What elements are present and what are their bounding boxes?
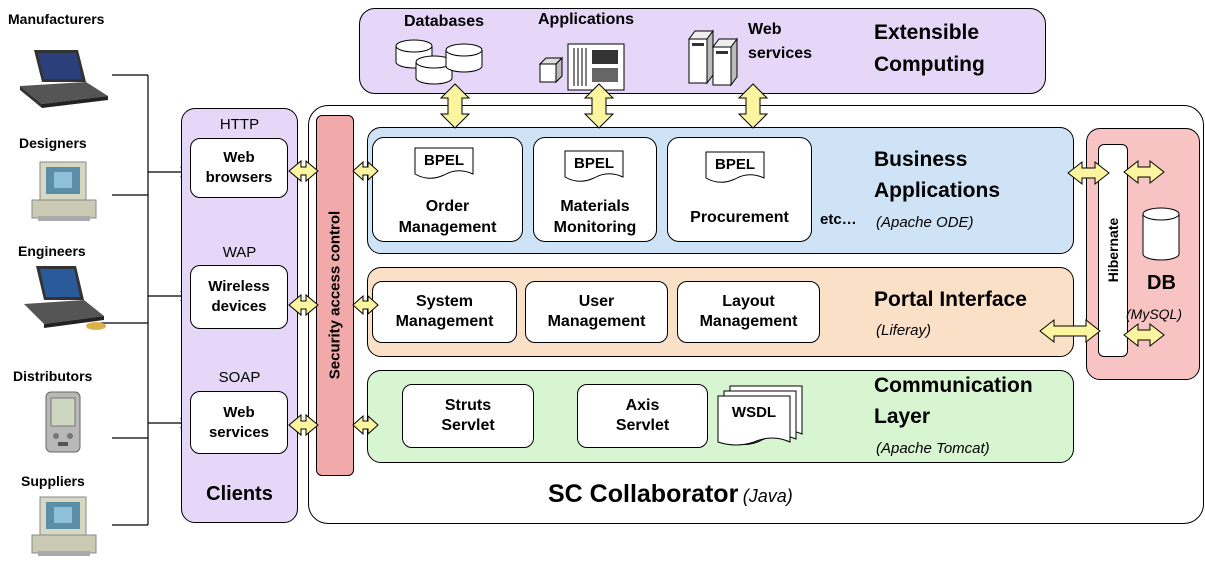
- double-arrow: [352, 294, 379, 316]
- hibernate-bar: [1098, 144, 1128, 357]
- wsdl-label: WSDL: [731, 404, 777, 421]
- double-arrow: [352, 414, 379, 436]
- clients-title: Clients: [206, 483, 273, 505]
- web-browsers-box: Web browsers: [190, 138, 288, 198]
- bpel-label: BPEL: [714, 156, 755, 173]
- web-services-label-line1: Web: [748, 21, 782, 38]
- applications-label: Applications: [538, 11, 635, 28]
- actor-label-distributors: Distributors: [13, 368, 93, 384]
- actor-label-engineers: Engineers: [18, 243, 86, 259]
- protocol-label-soap: SOAP: [218, 369, 261, 386]
- communication-title-line1: Communication: [874, 374, 1033, 397]
- desktop-computer-icon: [31, 161, 97, 221]
- pda-icon: [45, 391, 81, 453]
- business-title-line1: Business: [874, 148, 968, 171]
- server-tower-icon: [688, 29, 738, 87]
- db-title: DB: [1147, 272, 1176, 294]
- portal-title: Portal Interface: [874, 288, 1027, 311]
- web-services-client-box: Web services: [190, 391, 288, 454]
- laptop-icon: [24, 266, 106, 330]
- double-arrow: [1067, 160, 1110, 186]
- actor-connector-lines: [100, 74, 189, 526]
- double-arrow: [583, 83, 615, 129]
- wsdl-document-stack-icon: WSDL: [714, 384, 804, 448]
- double-arrow: [288, 159, 319, 183]
- system-management-box: System Management: [372, 281, 517, 343]
- bpel-label: BPEL: [423, 152, 464, 169]
- business-title-line2: Applications: [874, 179, 1001, 202]
- actor-label-manufacturers: Manufacturers: [8, 11, 105, 27]
- communication-title-line2: Layer: [874, 405, 931, 428]
- communication-subtitle: (Apache Tomcat): [876, 440, 990, 457]
- double-arrow: [1039, 318, 1101, 344]
- laptop-icon: [20, 50, 108, 108]
- sc-collaborator-title-group: SC Collaborator (Java): [548, 480, 793, 509]
- wireless-devices-box: Wireless devices: [190, 265, 288, 329]
- order-management-label: Order Management: [398, 198, 497, 236]
- struts-servlet-box: Struts Servlet: [402, 384, 534, 448]
- server-rack-icon: [538, 43, 625, 91]
- procurement-label: Procurement: [690, 209, 789, 226]
- double-arrow: [288, 293, 319, 317]
- etc-label: etc…: [820, 211, 857, 228]
- actor-label-designers: Designers: [19, 135, 87, 151]
- bpel-document-icon: BPEL: [414, 147, 474, 179]
- databases-label: Databases: [404, 13, 485, 30]
- protocol-label-wap: WAP: [222, 244, 257, 261]
- double-arrow: [439, 83, 471, 129]
- sc-collaborator-subtitle: (Java): [742, 486, 793, 506]
- double-arrow: [1123, 322, 1165, 348]
- database-cylinder-icon: [1142, 207, 1180, 261]
- portal-subtitle: (Liferay): [876, 322, 932, 339]
- sc-collaborator-title: SC Collaborator: [548, 480, 739, 508]
- double-arrow: [352, 160, 379, 182]
- desktop-computer-icon: [31, 496, 97, 556]
- materials-monitoring-label: Materials Monitoring: [553, 198, 637, 236]
- double-arrow: [288, 413, 319, 437]
- business-subtitle: (Apache ODE): [876, 214, 974, 231]
- bpel-label: BPEL: [573, 155, 614, 172]
- db-subtitle: (MySQL): [1126, 306, 1182, 322]
- extensible-title-line2: Computing: [874, 53, 985, 76]
- extensible-title-line1: Extensible: [874, 21, 980, 44]
- security-access-control-bar: [316, 115, 354, 476]
- database-cylinders-icon: [395, 39, 483, 85]
- user-management-box: User Management: [525, 281, 668, 343]
- double-arrow: [1123, 159, 1165, 185]
- bpel-document-icon: BPEL: [705, 151, 765, 183]
- actor-label-suppliers: Suppliers: [21, 473, 85, 489]
- protocol-label-http: HTTP: [219, 116, 260, 133]
- axis-servlet-box: Axis Servlet: [577, 384, 708, 448]
- layout-management-box: Layout Management: [677, 281, 820, 343]
- web-services-label-line2: services: [748, 45, 813, 62]
- double-arrow: [737, 83, 769, 129]
- bpel-document-icon: BPEL: [564, 150, 624, 182]
